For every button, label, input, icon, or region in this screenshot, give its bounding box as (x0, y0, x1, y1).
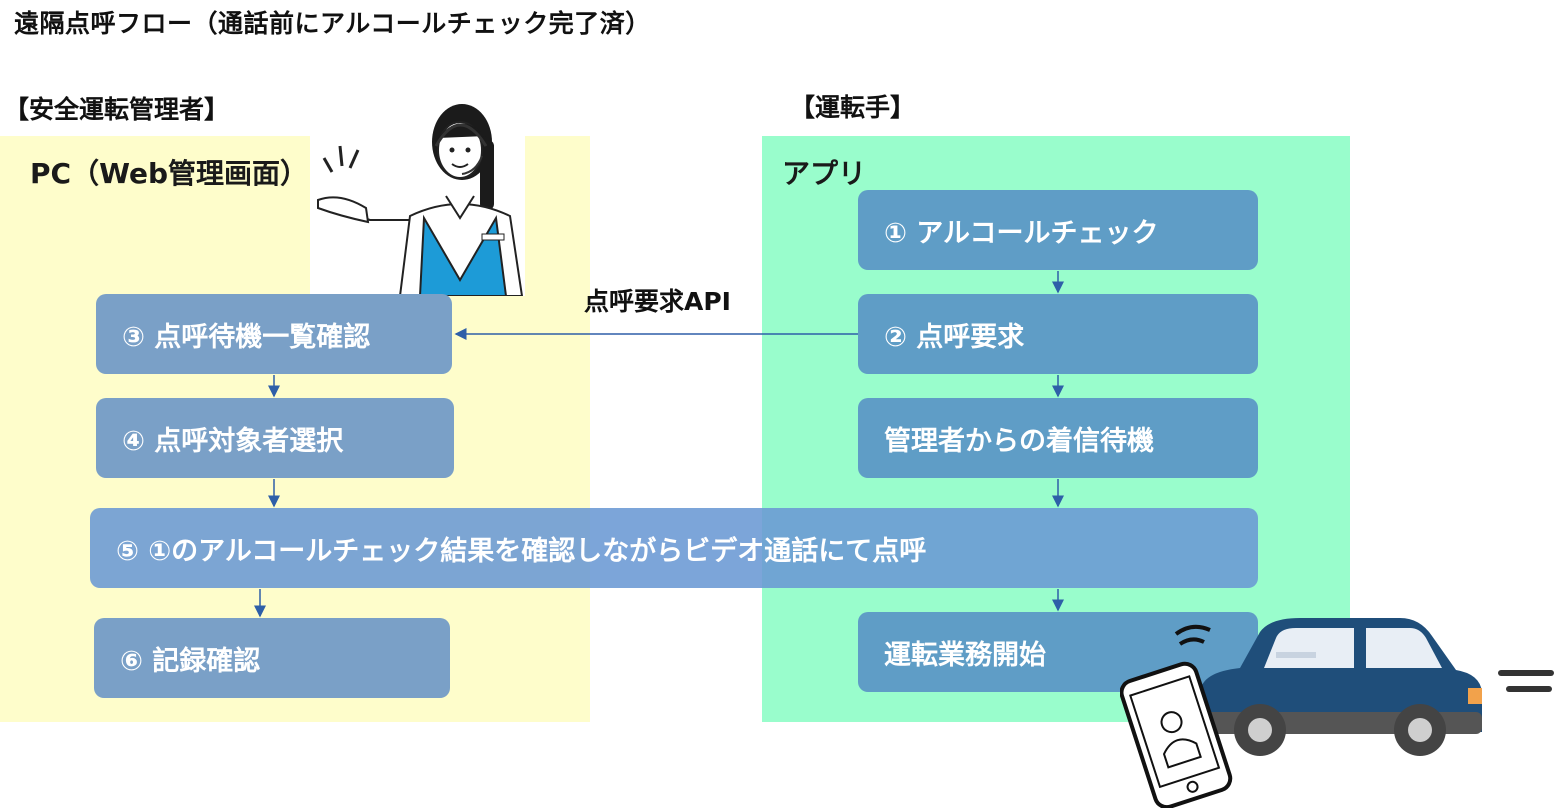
step-await-call: 管理者からの着信待機 (858, 398, 1258, 478)
driver-role-label: 【運転手】 (790, 93, 916, 122)
step-roll-call-waiting-list: ③ 点呼待機一覧確認 (96, 294, 452, 374)
manager-panel-label: PC（Web管理画面） (30, 157, 308, 190)
api-label: 点呼要求API (584, 287, 731, 316)
driver-panel-label: アプリ (782, 157, 867, 190)
car-icon (1200, 618, 1554, 756)
operator-illustration-icon (310, 100, 525, 296)
step-label: ⑥ 記録確認 (120, 645, 261, 677)
step-label: ② 点呼要求 (884, 321, 1025, 353)
step-label: ⑤ ①のアルコールチェック結果を確認しながらビデオ通話にて点呼 (116, 535, 927, 567)
step-label: ① アルコールチェック (884, 217, 1159, 249)
step-roll-call-request: ② 点呼要求 (858, 294, 1258, 374)
manager-role-label: 【安全運転管理者】 (4, 95, 230, 124)
signal-waves-icon (1174, 624, 1211, 646)
step-label: 管理者からの着信待機 (884, 425, 1154, 457)
step-alcohol-check: ① アルコールチェック (858, 190, 1258, 270)
step-label: ③ 点呼待機一覧確認 (122, 321, 371, 353)
step-record-check: ⑥ 記録確認 (94, 618, 450, 698)
step-select-target: ④ 点呼対象者選択 (96, 398, 454, 478)
step-label: 運転業務開始 (884, 639, 1046, 671)
page-title: 遠隔点呼フロー（通話前にアルコールチェック完了済） (14, 9, 651, 38)
smartphone-video-icon (1120, 624, 1233, 808)
step-video-roll-call: ⑤ ①のアルコールチェック結果を確認しながらビデオ通話にて点呼 (90, 508, 1258, 588)
step-label: ④ 点呼対象者選択 (122, 425, 344, 457)
motion-lines-icon (1498, 670, 1554, 676)
